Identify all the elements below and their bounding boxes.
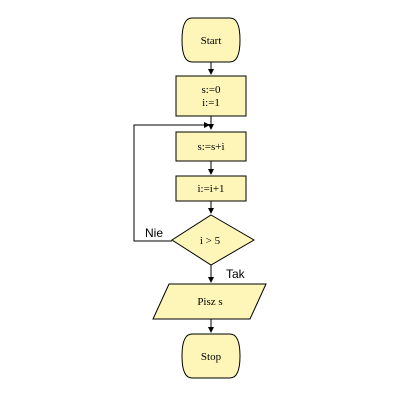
output-parallelogram: [152, 283, 267, 320]
start-terminator: [181, 17, 241, 63]
add-process-box: [175, 131, 247, 162]
init-line-1: s:=0: [201, 84, 221, 96]
stop-label: Stop: [201, 351, 222, 363]
stop-terminator: [181, 333, 241, 379]
condition-label: i > 5: [200, 235, 221, 247]
branch-no-label: Nie: [145, 226, 163, 240]
start-label: Start: [201, 35, 222, 47]
init-process-box: [175, 75, 247, 117]
output-label: Pisz s: [197, 296, 222, 308]
increment-process-box: [175, 175, 247, 202]
add-label: s:=s+i: [197, 141, 224, 153]
init-line-2: i:=1: [202, 97, 220, 109]
connector-loop-back: [133, 122, 210, 242]
increment-label: i:=i+1: [197, 183, 224, 195]
branch-yes-label: Tak: [226, 267, 246, 281]
condition-decision: [171, 214, 255, 266]
